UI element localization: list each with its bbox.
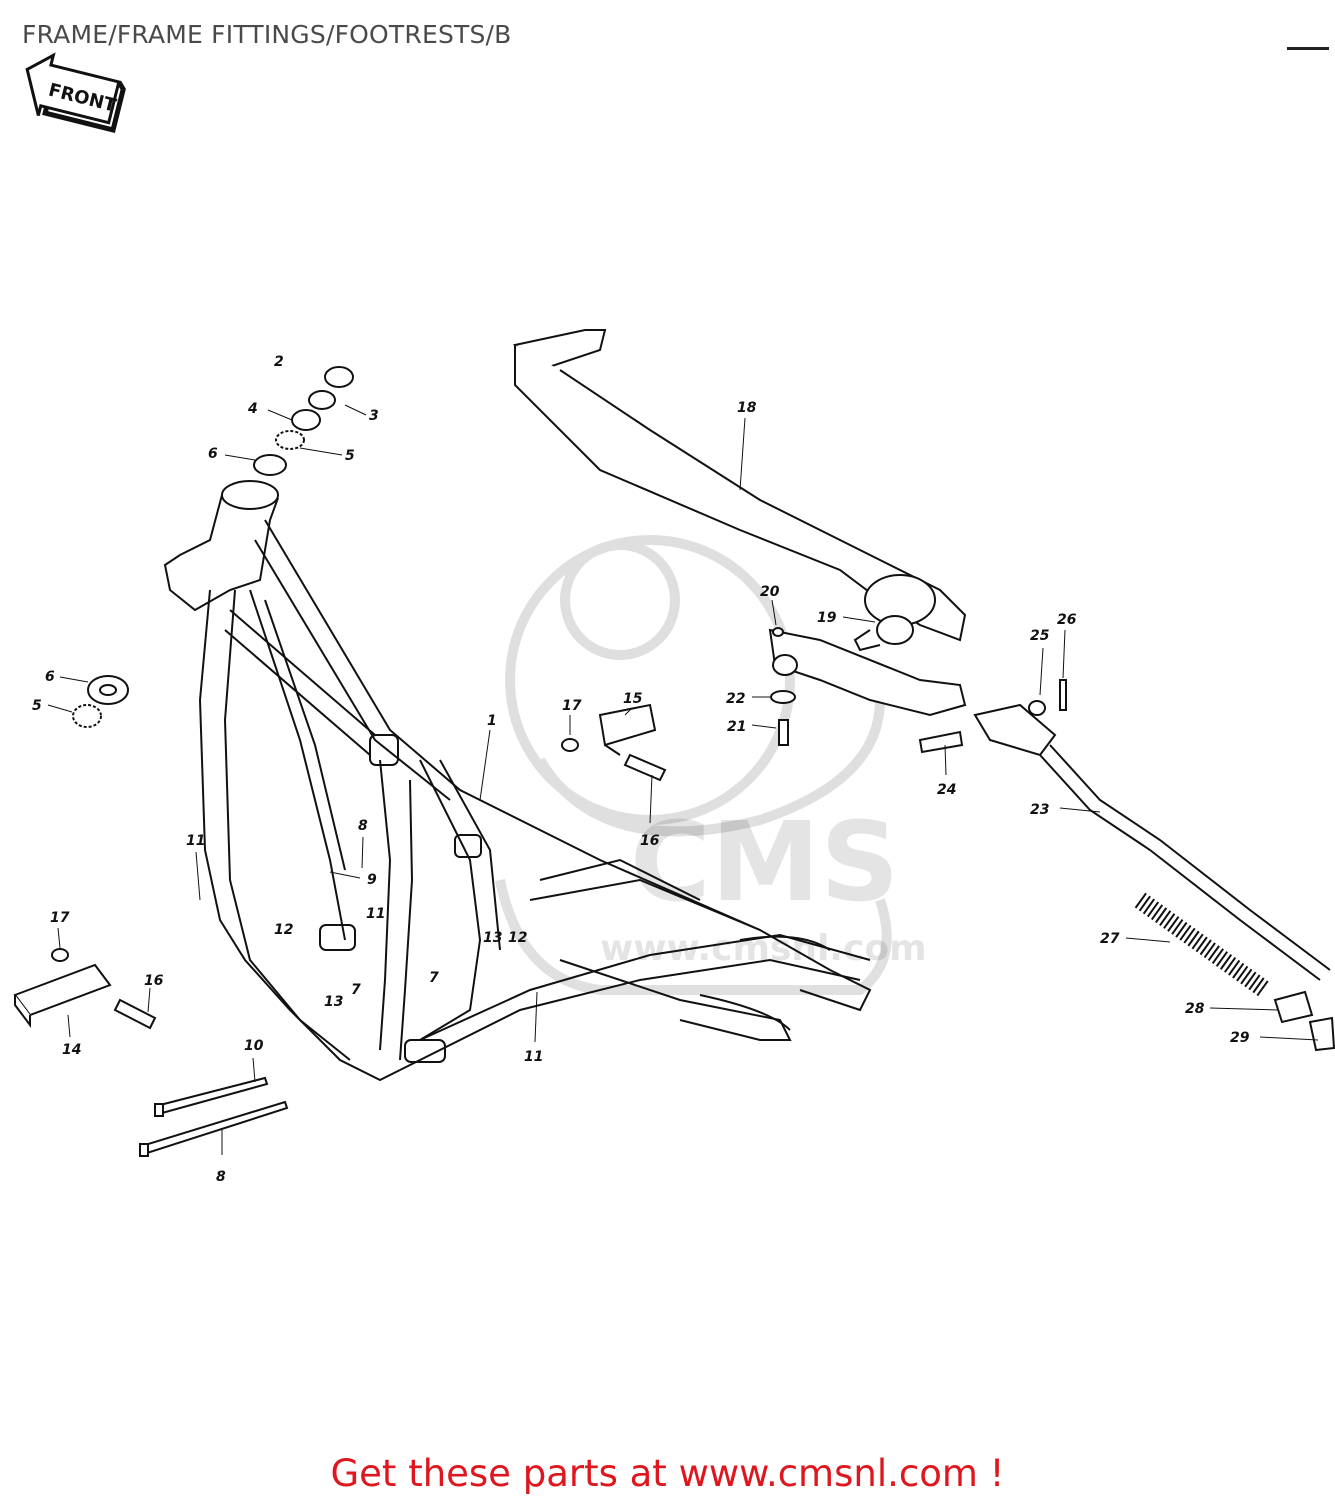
- callout-8a: 8: [358, 818, 368, 834]
- callout-18: 18: [737, 400, 757, 416]
- callout-5a: 5: [345, 448, 355, 464]
- front-arrow-icon: FRONT: [25, 52, 126, 134]
- callout-25: 25: [1030, 628, 1050, 644]
- center-footrest: [561, 703, 667, 782]
- brake-linkage: [768, 627, 967, 746]
- callout-8b: 8: [216, 1169, 226, 1185]
- headset-parts: [253, 366, 354, 476]
- callout-15: 15: [623, 691, 643, 707]
- left-footrest: [13, 948, 157, 1030]
- callout-16b: 16: [144, 973, 164, 989]
- callout-3: 3: [369, 408, 379, 424]
- page-title: FRAME/FRAME FITTINGS/FOOTRESTS/B: [22, 20, 512, 49]
- callout-12a: 12: [274, 922, 293, 938]
- callout-11c: 11: [524, 1049, 543, 1065]
- callout-11b: 11: [366, 906, 385, 922]
- callout-2: 2: [274, 354, 284, 370]
- brake-pedal: [512, 329, 967, 652]
- watermark-text: CMS: [630, 798, 899, 926]
- corner-divider: [1287, 47, 1329, 50]
- frame-drawing: [163, 480, 872, 1082]
- callout-7b: 7: [429, 970, 439, 986]
- callout-17b: 17: [50, 910, 70, 926]
- brake-rod: [918, 679, 1331, 981]
- callout-10: 10: [244, 1038, 264, 1054]
- callout-27: 27: [1100, 931, 1120, 947]
- callout-6b: 6: [45, 669, 55, 685]
- callout-labels: 1 2 3 4 5 5 6 6 7 7 8 8 9 10 11 11 11 12…: [32, 354, 1250, 1185]
- callout-14: 14: [62, 1042, 81, 1058]
- long-bolts: [139, 1076, 289, 1157]
- callout-23: 23: [1030, 802, 1049, 818]
- callout-12b: 12: [508, 930, 527, 946]
- brake-spring: [1134, 892, 1335, 1052]
- callout-28: 28: [1185, 1001, 1205, 1017]
- callout-21: 21: [727, 719, 746, 735]
- callout-5b: 5: [32, 698, 42, 714]
- callout-6a: 6: [208, 446, 218, 462]
- watermark-subtext: www.cmsnl.com: [600, 928, 927, 969]
- callout-20: 20: [760, 584, 780, 600]
- callout-11a: 11: [186, 833, 205, 849]
- leader-lines: [47, 404, 1319, 1155]
- callout-13a: 13: [324, 994, 343, 1010]
- callout-26: 26: [1057, 612, 1077, 628]
- callout-24: 24: [937, 782, 956, 798]
- callout-1: 1: [487, 713, 497, 729]
- footer-link[interactable]: Get these parts at www.cmsnl.com !: [330, 1452, 1005, 1495]
- callout-7a: 7: [351, 982, 361, 998]
- callout-22: 22: [726, 691, 745, 707]
- callout-19: 19: [817, 610, 837, 626]
- callout-17a: 17: [562, 698, 582, 714]
- callout-13b: 13: [483, 930, 502, 946]
- small-bushings: [72, 675, 129, 728]
- callout-16a: 16: [640, 833, 660, 849]
- callout-29: 29: [1230, 1030, 1250, 1046]
- callout-9: 9: [367, 872, 377, 888]
- callout-4: 4: [247, 401, 258, 417]
